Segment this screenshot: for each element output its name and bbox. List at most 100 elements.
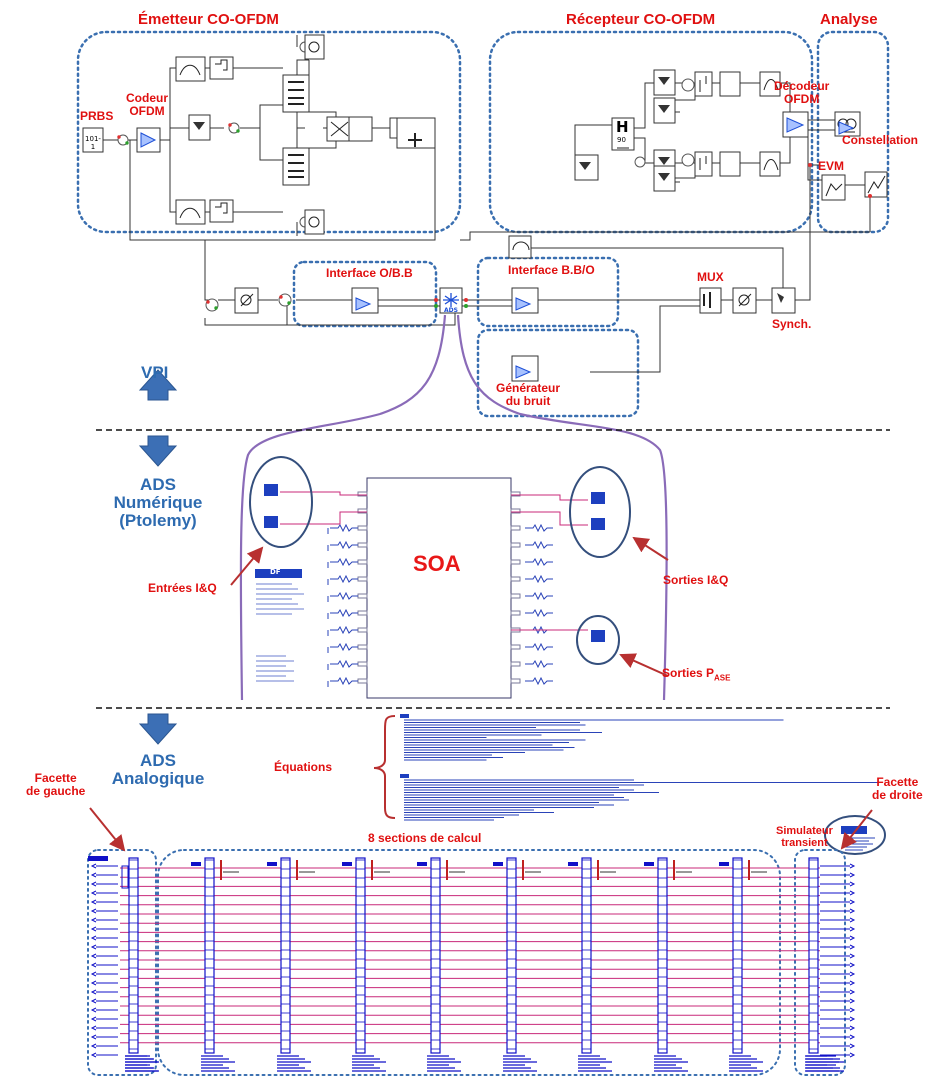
section-top-icon: [342, 862, 352, 866]
soa-left-resistor: [330, 676, 358, 686]
left-port-symbol: [90, 1007, 97, 1013]
vpi-port-dots: [434, 163, 872, 308]
right-port-symbol: [849, 881, 856, 887]
vpi-block-glyphs: [179, 41, 886, 308]
iface-bo-label: Interface B.B/O: [508, 263, 595, 277]
soa-right-resistor: [525, 557, 553, 567]
eq-header-2: [400, 774, 409, 778]
level-separators: [96, 429, 890, 709]
soa-right-resistor: [525, 574, 553, 584]
equations-bracket: [373, 715, 396, 819]
synch-label: Synch.: [772, 317, 812, 331]
right-port-symbol: [849, 1016, 856, 1022]
right-port-symbol: [849, 1052, 856, 1058]
section-column: [355, 857, 366, 1054]
soa-left-resistor: [330, 540, 358, 550]
soa-left-pin: [357, 661, 368, 667]
left-facet-block: [121, 865, 129, 889]
noise-group: [476, 328, 640, 418]
right-port-symbol: [849, 908, 856, 914]
left-port-symbol: [90, 998, 97, 1004]
hybrid-block: [611, 117, 635, 151]
sampler-2: [694, 151, 713, 177]
right-port-symbol: [849, 971, 856, 977]
section-column: [204, 857, 215, 1054]
soa-left-pin: [357, 678, 368, 684]
right-port-symbol: [849, 998, 856, 1004]
soa-left-pin: [357, 644, 368, 650]
power-meter-block: [508, 235, 532, 259]
left-facet-header: [88, 856, 108, 861]
simulator-block: [841, 826, 867, 834]
soa-left-resistor: [330, 625, 358, 635]
right-port-symbol: [849, 935, 856, 941]
soa-right-resistor: [525, 642, 553, 652]
section-column: [808, 857, 819, 1054]
left-port-symbol: [90, 872, 97, 878]
section-top-icon: [191, 862, 201, 866]
vpi-amp-glyphs: [140, 117, 855, 379]
constellation-label: Constellation: [842, 133, 919, 147]
soa-right-pin: [510, 661, 521, 667]
left-port-symbol: [90, 1016, 97, 1022]
iface-ob-group: [292, 260, 438, 328]
right-facet-region: [794, 849, 846, 1076]
section-column: [581, 857, 592, 1054]
soa-left-pin: [357, 593, 368, 599]
level-arrows: [138, 369, 178, 745]
vpi-blocks: [82, 34, 888, 382]
soa-left-resistor: [330, 574, 358, 584]
output-file-i: [591, 492, 605, 504]
soa-left-pin: [357, 491, 368, 497]
section-column: [506, 857, 517, 1054]
hybrid-label: H: [616, 118, 629, 136]
left-facet-label: Facette de gauche: [26, 771, 86, 798]
right-port-symbol: [849, 962, 856, 968]
analog-section-grid: [88, 856, 856, 1072]
soa-right-resistor: [525, 523, 553, 533]
section-column: [657, 857, 668, 1054]
ads-analog-schematic: [87, 714, 886, 1076]
soa-left-resistor: [330, 557, 358, 567]
ads-numeric-schematic: [230, 456, 669, 699]
sampler-1: [694, 71, 713, 97]
df-param-lines: [256, 583, 304, 682]
right-port-symbol: [849, 944, 856, 950]
left-port-symbol: [90, 917, 97, 923]
input-file-q: [264, 516, 278, 528]
left-facet-callout: [89, 807, 126, 852]
outputs-ase-label: Sorties PASE: [662, 667, 730, 683]
right-port-symbol: [849, 890, 856, 896]
soa-right-pin: [510, 508, 521, 514]
soa-right-pin: [510, 559, 521, 565]
filter-block-1: [175, 56, 206, 82]
left-port-symbol: [90, 899, 97, 905]
eq-header-1: [400, 714, 409, 718]
soa-right-pin: [510, 678, 521, 684]
left-port-symbol: [90, 953, 97, 959]
noise-generator-label: Générateur du bruit: [496, 381, 561, 408]
soa-left-pin: [357, 508, 368, 514]
section-top-icon: [267, 862, 277, 866]
right-port-symbol: [849, 989, 856, 995]
prbs-block-text: 101-1: [85, 135, 101, 151]
left-port-symbol: [90, 944, 97, 950]
soa-left-pin: [357, 576, 368, 582]
ads-star-glyph: [443, 293, 459, 307]
input-file-i: [264, 484, 278, 496]
arrow-up-vpi: [138, 369, 178, 401]
soa-left-pin: [357, 542, 368, 548]
right-port-symbol: [849, 917, 856, 923]
prbs-label: PRBS: [80, 109, 114, 123]
soa-left-pin: [357, 559, 368, 565]
left-port-symbol: [90, 935, 97, 941]
simulator-highlight: [824, 815, 886, 855]
iface-ob-label: Interface O/B.B: [326, 266, 413, 280]
right-facet-label: Facette de droite: [872, 775, 923, 802]
soa-right-pin: [510, 644, 521, 650]
section-top-icon: [493, 862, 503, 866]
rx-filter-2: [759, 151, 781, 177]
output-file-q: [591, 518, 605, 530]
soa-block: [366, 477, 512, 699]
left-port-symbol: [90, 908, 97, 914]
